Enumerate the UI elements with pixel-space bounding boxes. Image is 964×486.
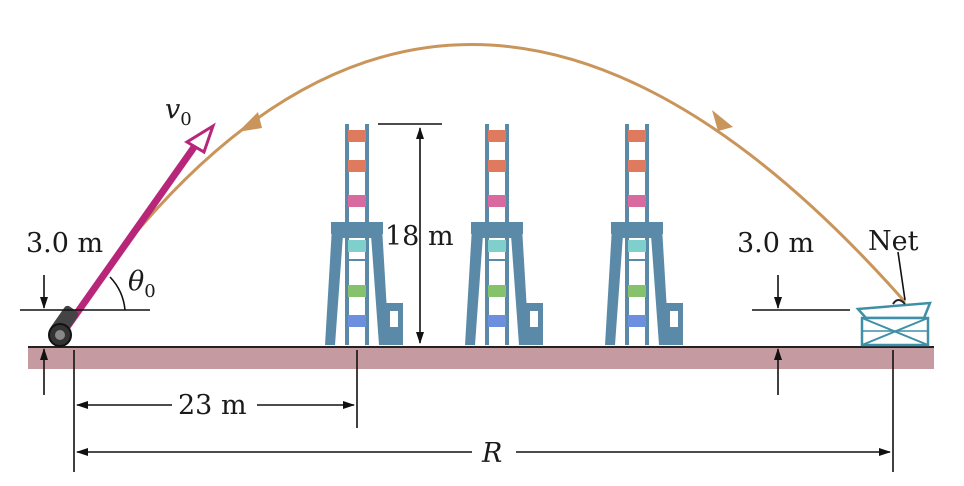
ferris-car	[628, 315, 646, 327]
theta-subscript: 0	[144, 281, 155, 302]
net-icon	[855, 299, 932, 347]
ferris-wheel	[605, 124, 683, 345]
net-height-label: 3.0 m	[737, 228, 814, 259]
ferris-car	[628, 240, 646, 252]
trajectory-arrow-up	[238, 112, 262, 132]
angle-arc	[109, 276, 126, 311]
net-label-leader	[897, 251, 906, 301]
v0-subscript: 0	[180, 109, 191, 130]
ferris-wheels	[325, 124, 683, 345]
wheel-height-label: 18 m	[385, 221, 454, 252]
ferris-wheel	[465, 124, 543, 345]
ferris-car	[348, 195, 366, 207]
ferris-car	[628, 285, 646, 297]
theta-label: θ0	[128, 266, 156, 302]
ferris-car	[348, 315, 366, 327]
range-label: R	[481, 438, 502, 469]
trajectory-arrow-down	[712, 110, 733, 131]
ferris-car	[488, 285, 506, 297]
velocity-arrow-head	[184, 122, 216, 155]
cannon-icon	[48, 305, 79, 347]
ferris-car	[488, 195, 506, 207]
distance-label: 23 m	[178, 390, 247, 421]
ground	[28, 347, 934, 369]
ferris-car	[488, 160, 506, 172]
ferris-car	[488, 130, 506, 142]
velocity-arrow-shaft	[57, 140, 200, 340]
v0-label: v0	[165, 94, 192, 130]
trajectory-curve	[113, 43, 907, 303]
ferris-car	[348, 130, 366, 142]
ferris-car	[348, 160, 366, 172]
ferris-car	[628, 195, 646, 207]
ferris-car	[628, 130, 646, 142]
net-label: Net	[868, 226, 919, 257]
launch-height-label: 3.0 m	[26, 228, 103, 259]
ferris-wheel	[325, 124, 403, 345]
ferris-car	[348, 240, 366, 252]
ferris-car	[348, 285, 366, 297]
ferris-car	[628, 160, 646, 172]
ferris-car	[488, 315, 506, 327]
ferris-car	[488, 240, 506, 252]
